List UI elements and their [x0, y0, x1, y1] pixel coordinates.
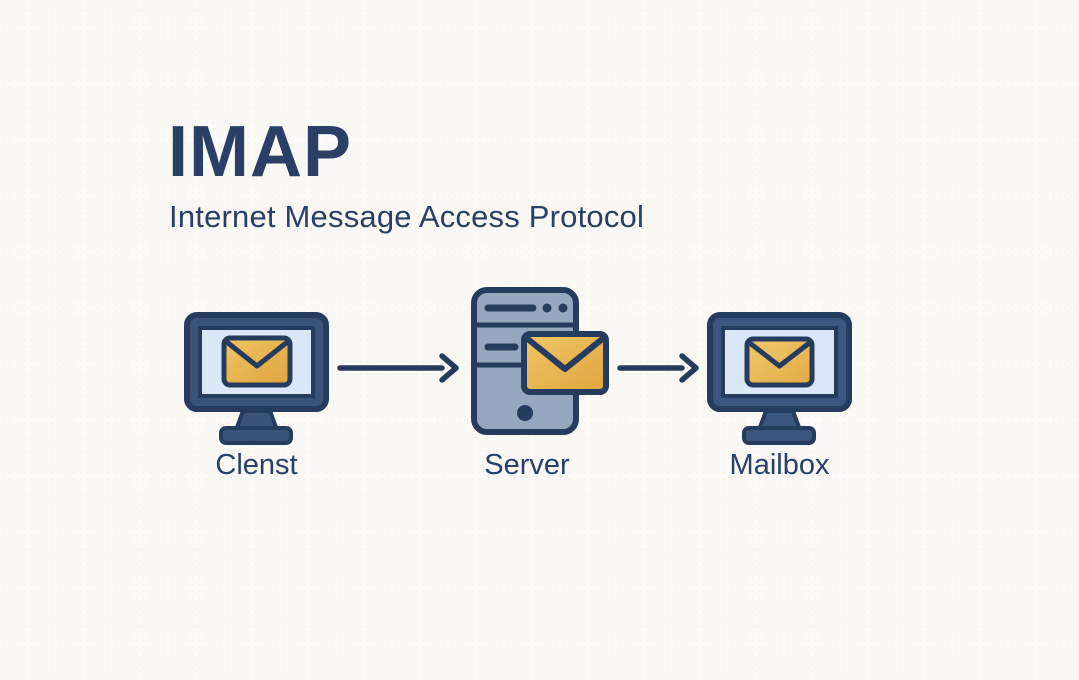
server-envelope-icon [471, 287, 609, 435]
client-label: Clenst [215, 449, 298, 481]
monitor-envelope-icon [707, 312, 852, 445]
arrow-server-to-mailbox [616, 351, 702, 385]
envelope-icon [744, 336, 815, 388]
arrow-right-icon [337, 353, 459, 383]
monitor-envelope-icon [184, 312, 329, 445]
page-title: IMAP [168, 112, 352, 192]
mailbox-label: Mailbox [729, 449, 830, 481]
page-subtitle: Internet Message Access Protocol [169, 199, 645, 234]
arrow-client-to-server [336, 351, 462, 385]
envelope-icon [221, 335, 293, 388]
mailbox-node [706, 311, 853, 447]
arrow-right-icon [617, 353, 699, 383]
server-node [470, 286, 610, 438]
server-label: Server [484, 449, 570, 481]
client-node [183, 311, 330, 447]
envelope-icon [521, 331, 609, 395]
